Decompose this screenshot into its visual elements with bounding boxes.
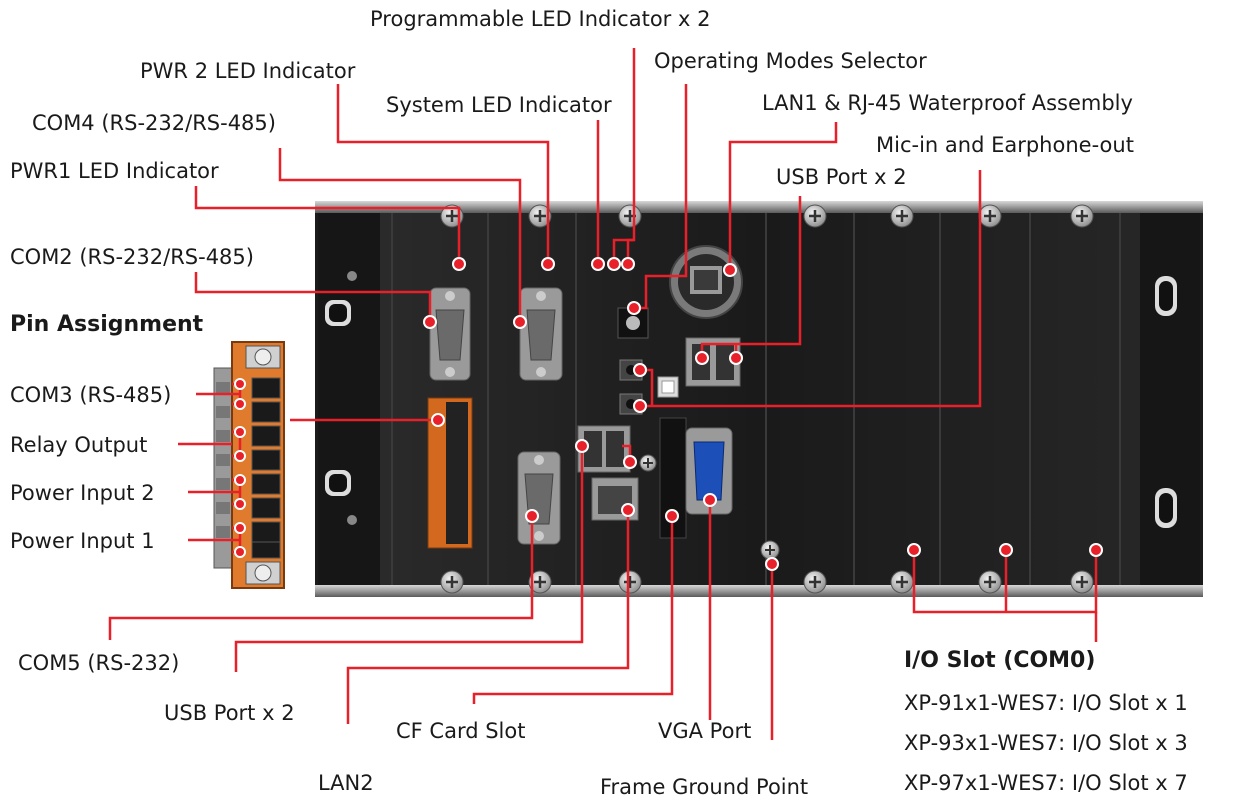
label-pwr2-led: PWR 2 LED Indicator xyxy=(140,59,356,83)
label-io-slot-title: I/O Slot (COM0) xyxy=(904,648,1096,673)
label-power-input-1: Power Input 1 xyxy=(10,529,155,553)
label-pin-assignment: Pin Assignment xyxy=(10,312,204,337)
label-lan2: LAN2 xyxy=(318,771,374,795)
label-pwr1-led: PWR1 LED Indicator xyxy=(10,159,219,183)
label-com2: COM2 (RS-232/RS-485) xyxy=(10,245,254,269)
label-com3: COM3 (RS-485) xyxy=(10,383,172,407)
pin-assignment-connector xyxy=(213,341,285,589)
label-programmable-led: Programmable LED Indicator x 2 xyxy=(370,7,711,31)
com5-db9-port xyxy=(517,451,561,545)
screw-icon xyxy=(1070,204,1094,228)
label-io-slot-3: XP-93x1-WES7: I/O Slot x 3 xyxy=(904,731,1188,755)
label-cf-card: CF Card Slot xyxy=(396,719,526,743)
label-relay-output: Relay Output xyxy=(10,433,148,457)
screw-icon xyxy=(440,204,464,228)
screw-icon xyxy=(803,204,827,228)
label-io-slot-7: XP-97x1-WES7: I/O Slot x 7 xyxy=(904,771,1188,795)
screw-icon xyxy=(440,570,464,594)
label-operating-modes: Operating Modes Selector xyxy=(654,49,927,73)
label-usb-bottom: USB Port x 2 xyxy=(164,701,295,725)
screw-icon xyxy=(978,204,1002,228)
label-com5: COM5 (RS-232) xyxy=(18,651,180,675)
label-frame-ground: Frame Ground Point xyxy=(600,775,809,799)
com4-db9-port xyxy=(519,287,563,381)
screw-icon xyxy=(618,204,642,228)
label-lan1-rj45: LAN1 & RJ-45 Waterproof Assembly xyxy=(762,91,1133,115)
usb-port-top xyxy=(685,337,741,387)
screws xyxy=(440,204,1094,594)
screw-icon xyxy=(803,570,827,594)
ground-screw-icon xyxy=(760,540,780,560)
label-vga-port: VGA Port xyxy=(658,719,752,743)
callout-dots xyxy=(234,257,1103,571)
screw-icon xyxy=(528,570,552,594)
screw-icon xyxy=(978,570,1002,594)
screw-icon xyxy=(618,570,642,594)
screw-icon xyxy=(528,204,552,228)
com2-db9-port xyxy=(429,287,471,381)
label-io-slot-1: XP-91x1-WES7: I/O Slot x 1 xyxy=(904,691,1188,715)
label-com4: COM4 (RS-232/RS-485) xyxy=(32,111,276,135)
label-usb-top: USB Port x 2 xyxy=(776,165,907,189)
screw-icon xyxy=(639,454,657,472)
screw-icon xyxy=(1070,570,1094,594)
screw-icon xyxy=(890,570,914,594)
label-mic-earphone: Mic-in and Earphone-out xyxy=(876,133,1134,157)
lan1-rj45-waterproof xyxy=(669,245,743,319)
screw-icon xyxy=(890,204,914,228)
callout-lines xyxy=(108,48,1098,740)
vga-port xyxy=(685,427,733,515)
label-system-led: System LED Indicator xyxy=(386,93,612,117)
label-power-input-2: Power Input 2 xyxy=(10,481,155,505)
